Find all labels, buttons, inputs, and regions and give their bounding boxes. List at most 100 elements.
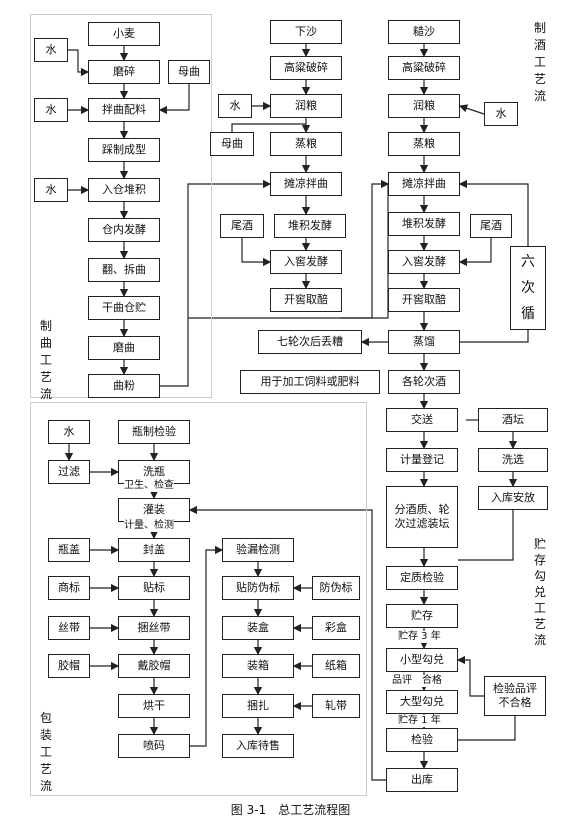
node-mosui: 磨碎	[88, 60, 160, 84]
node-tiebiao: 贴标	[118, 576, 190, 600]
node-zhuangxiang: 装箱	[222, 654, 294, 678]
node-jiaosong: 交送	[386, 408, 458, 432]
node-shui-4: 水	[218, 94, 252, 118]
node-cangnei: 仓内发酵	[88, 218, 160, 242]
node-xuanxi: 洗选	[478, 448, 548, 472]
node-weijiu-1: 尾酒	[220, 214, 264, 238]
node-gaoliang-2: 高粱破碎	[388, 56, 460, 80]
node-caihe: 彩盒	[312, 616, 360, 640]
node-shui-3: 水	[34, 178, 68, 202]
node-shui-5: 水	[484, 102, 518, 126]
connector-line	[458, 510, 514, 561]
label-weisheng: 卫生、检查	[124, 480, 174, 492]
node-daijiaomao: 戴胶帽	[118, 654, 190, 678]
node-jiliang: 计量登记	[386, 448, 458, 472]
node-kunzha: 捆扎	[222, 694, 294, 718]
node-ruku: 入库安放	[478, 486, 548, 510]
node-fangwei: 防伪标	[312, 576, 360, 600]
node-yanlou: 验漏检测	[222, 538, 294, 562]
node-qilun: 七轮次后丢糟	[258, 330, 362, 354]
node-moqu: 磨曲	[88, 336, 160, 360]
node-pingzhi: 瓶制检验	[118, 420, 190, 444]
node-rukudaishou: 入库待售	[222, 734, 294, 758]
node-zhucun: 贮存	[386, 604, 458, 628]
label-zhucun-3: 贮存 3 年	[398, 631, 441, 643]
label-jiliang-jiance: 计量、检测	[124, 520, 174, 532]
node-muqu-2: 母曲	[210, 132, 254, 156]
label-pinping: 品评 合格	[392, 675, 442, 687]
node-duiji-1: 堆积发酵	[274, 214, 346, 238]
node-fenggai: 封盖	[118, 538, 190, 562]
connector-line	[456, 655, 484, 697]
node-fenjiu: 分酒质、轮次过滤装坛	[386, 486, 458, 548]
node-dingzhi: 定质检验	[386, 566, 458, 590]
node-rujiao-1: 入窖发酵	[270, 250, 342, 274]
node-weijiu-2: 尾酒	[470, 214, 512, 238]
node-xiaomai: 小麦	[88, 22, 160, 46]
node-xiasha: 下沙	[270, 20, 342, 44]
connector-line	[231, 123, 306, 132]
node-pinggai: 瓶盖	[48, 538, 90, 562]
title-baozhuang: 包装工艺流	[39, 711, 52, 793]
node-jianyan: 检验	[386, 728, 458, 752]
node-kaijiao-2: 开窖取醅	[388, 288, 460, 312]
connector-line	[241, 238, 272, 267]
node-banqu: 拌曲配料	[88, 98, 160, 122]
node-fanchai: 翻、拆曲	[88, 258, 160, 282]
node-tiefangwei: 贴防伪标	[222, 576, 294, 600]
node-muqu-1: 母曲	[168, 60, 210, 84]
node-xiaoxing: 小型勾兑	[386, 648, 458, 672]
node-shangbiao: 商标	[48, 576, 90, 600]
connector-line	[458, 238, 492, 267]
node-shui-1: 水	[34, 38, 68, 62]
node-zhengliang-1: 蒸粮	[270, 132, 342, 156]
connector-line	[160, 179, 272, 387]
node-zhuanghe: 装盒	[222, 616, 294, 640]
connector-line	[68, 49, 90, 77]
connector-line	[460, 330, 529, 343]
node-rucang: 入仓堆积	[88, 178, 160, 202]
node-runliang-1: 润粮	[270, 94, 342, 118]
node-tanliang-2: 摊凉拌曲	[388, 172, 460, 196]
node-shui-2: 水	[34, 98, 68, 122]
node-ganqu: 干曲仓贮	[88, 296, 160, 320]
node-buhege: 检验品评不合格	[484, 676, 546, 716]
label-zhucun-1: 贮存 1 年	[398, 715, 441, 727]
node-zhadai: 轧带	[312, 694, 360, 718]
node-zhixiang: 纸箱	[312, 654, 360, 678]
connector-line	[188, 505, 386, 781]
node-zaosha: 糙沙	[388, 20, 460, 44]
connector-line	[458, 716, 516, 741]
node-jiuta: 酒坛	[478, 408, 548, 432]
node-honggan: 烘干	[118, 694, 190, 718]
node-kaijiao-1: 开窖取醅	[270, 288, 342, 312]
node-duiji-2: 堆积发酵	[388, 212, 460, 236]
node-caizhi: 踩制成型	[88, 138, 160, 162]
connector-line	[340, 179, 390, 319]
node-zhengliu: 蒸馏	[388, 330, 460, 354]
node-shui-6: 水	[48, 420, 90, 444]
node-tanliang-1: 摊凉拌曲	[270, 172, 342, 196]
node-guanzhuang: 灌装	[118, 498, 190, 522]
node-daxing: 大型勾兑	[386, 690, 458, 714]
node-liuci: 六次循	[510, 246, 546, 330]
connector-line	[190, 545, 224, 747]
connector-line	[158, 84, 190, 115]
title-zhiqu: 制曲工艺流	[39, 319, 52, 401]
title-zhijiu: 制酒工艺流	[533, 21, 546, 103]
node-yongyu: 用于加工饲料或肥料	[240, 370, 380, 394]
node-rujiao-2: 入窖发酵	[388, 250, 460, 274]
section-frame-baozhuang	[30, 402, 367, 796]
node-kunsidai: 捆丝带	[118, 616, 190, 640]
node-runliang-2: 润粮	[388, 94, 460, 118]
title-zhucun: 贮存勾兑工艺流	[533, 537, 546, 647]
node-gelun: 各轮次酒	[388, 370, 460, 394]
node-gaoliang-1: 高粱破碎	[270, 56, 342, 80]
node-sidai-1: 丝带	[48, 616, 90, 640]
node-jiaomao: 胶帽	[48, 654, 90, 678]
node-penma: 喷码	[118, 734, 190, 758]
node-chuku: 出库	[386, 768, 458, 792]
node-zhengliang-2: 蒸粮	[388, 132, 460, 156]
